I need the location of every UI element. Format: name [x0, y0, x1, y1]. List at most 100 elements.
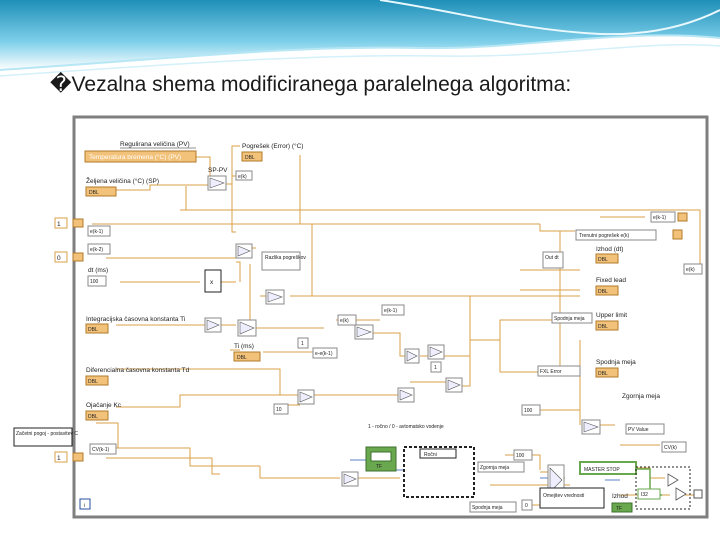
constant-100-bottom: 100 — [513, 449, 533, 461]
node-ee1: e-e(k-1) — [312, 347, 338, 359]
add-node-1 — [237, 319, 257, 337]
constant-one-mid: 1 — [297, 337, 309, 349]
label-diferencialna: Diferencialna časovna konstanta Td — [86, 367, 190, 374]
label-avtomatsko: 1 - ročno / 0 - avtomatsko vodenje — [368, 424, 444, 430]
indicator-spodnja-top: DBL — [595, 367, 619, 378]
label-zeljena: Željena veličina (°C) (SP) — [86, 176, 159, 185]
node-omejitev: Omejitev vrednosti — [539, 487, 605, 509]
left-terminal-ek1[interactable]: 1 — [54, 217, 84, 229]
indicator-ek-right: e(k) — [683, 263, 703, 275]
control-dt[interactable]: 100 — [87, 275, 107, 287]
label-fixed-large: Fixed lead — [596, 277, 626, 284]
terminal-label: 0 — [57, 255, 61, 262]
one-right: 1 — [434, 365, 437, 371]
node-ek-minus2: e(k-2) — [87, 243, 111, 255]
add-node-mid — [427, 344, 445, 360]
control-integracijska[interactable]: DBL — [85, 323, 109, 334]
label-integracijska: Integracijska časovna konstanta Ti — [86, 316, 185, 323]
label-spv: SP-PV — [208, 167, 228, 174]
node-ek1-box: e(k-1) — [381, 304, 405, 316]
label-ti-ms: Ti (ms) — [234, 343, 254, 350]
zero-bottom: 0 — [525, 503, 528, 509]
label-zgornja-top: Zgornja meja — [622, 393, 660, 400]
compare-node-right — [581, 419, 601, 435]
info-icon[interactable]: i — [79, 498, 91, 510]
ek-minus1-label: e(k-1) — [90, 229, 103, 235]
loop-stop-icon — [693, 489, 703, 499]
c10-value: 10 — [276, 407, 282, 413]
omejitev-label: Omejitev vrednosti — [543, 493, 584, 499]
left-terminal-cv[interactable]: 1 — [54, 451, 84, 463]
control-temperatura[interactable]: Temperatura bremena (°C) (PV) — [84, 150, 197, 163]
add-node-low — [445, 377, 463, 393]
label-dt-ms: dt (ms) — [88, 267, 108, 274]
c100-bottom-value: 100 — [516, 453, 525, 459]
c100-mid-value: 100 — [524, 408, 533, 414]
label-upper-limit: Upper limit — [596, 312, 627, 319]
ek-minus2-label: e(k-2) — [90, 247, 103, 253]
zgornja-bottom-label: Zgornja meja — [480, 465, 509, 471]
indicator-pogresek: DBL — [241, 151, 263, 162]
label-izhod-dt: Izhod (dt) — [596, 246, 623, 253]
dbl-tag: DBL — [88, 327, 98, 333]
subtract-node-1 — [235, 243, 253, 259]
control-out-dt[interactable]: Out dt — [542, 251, 564, 269]
node-ek-minus1: e(k-1) — [87, 225, 111, 237]
dbl-tag: DBL — [598, 324, 608, 330]
indicator-upper-limit: DBL — [595, 320, 619, 331]
one-mid: 1 — [301, 341, 304, 347]
control-temperatura-label: Temperatura bremena (°C) (PV) — [89, 153, 181, 161]
out-dt-label: Out dt — [545, 255, 559, 261]
node-fxl-error: FXL Error — [537, 365, 581, 377]
dbl-tag: DBL — [88, 414, 98, 420]
dbl-tag: DBL — [598, 289, 608, 295]
control-zeljena[interactable]: DBL — [85, 186, 117, 197]
ek-top-label: e(k) — [238, 174, 247, 180]
label-pogresek: Pogrešek (Error) (°C) — [242, 142, 303, 150]
node-spodnja-bottom: Spodnja meja — [469, 501, 517, 513]
subtract-node-spv — [207, 175, 227, 191]
node-zgornja-bottom: Zgornja meja — [477, 461, 525, 473]
indicator-trenutni: Trenutni pogrešek e(k) — [575, 229, 683, 241]
slide-title: �Vezalna shema modificiranega paralelneg… — [50, 72, 571, 97]
label-ojacanje: Ojačanje Kc — [86, 402, 122, 409]
constant-100-mid: 100 — [521, 404, 541, 416]
button-master-stop[interactable]: MASTER STOP — [579, 461, 637, 475]
constant-zero-bottom: 0 — [521, 499, 533, 511]
left-terminal-zero[interactable]: 0 — [54, 251, 84, 263]
izhod-label: Izhod — [612, 493, 628, 500]
dbl-tag: DBL — [89, 190, 99, 196]
ek-mid-label: e(k) — [340, 318, 349, 324]
dbl-tag: DBL — [598, 371, 608, 377]
control-diferencialna[interactable]: DBL — [85, 375, 109, 386]
header-wave-decoration — [0, 0, 720, 77]
trenutni-label: Trenutni pogrešek e(k) — [579, 233, 629, 239]
multiply-node-kc2 — [397, 387, 415, 403]
control-ti-ms[interactable]: DBL — [233, 351, 261, 362]
zacetni-label: Začetni pogoj - postavitev C — [16, 431, 78, 437]
cv-right-label: CV(k) — [664, 445, 677, 451]
constant-10: 10 — [273, 403, 289, 415]
bullet-glyph: � — [50, 73, 72, 96]
label-regulirana: Regulirana veličina (PV) — [120, 141, 190, 148]
multiply-node-kc — [297, 389, 315, 405]
razlika-label: Razlika pogreškov — [265, 255, 306, 261]
control-ojacanje[interactable]: DBL — [85, 410, 109, 421]
indicator-izhod-dt: DBL — [595, 253, 619, 264]
node-pv-value: PV Value — [625, 423, 665, 435]
node-razlika: Razlika pogreškov — [261, 251, 306, 271]
node-cv-left: CV(k-1) — [89, 443, 117, 455]
select-node-bottom — [341, 471, 359, 487]
toggle-rocni[interactable]: TF — [365, 446, 397, 472]
add-node-2 — [265, 289, 285, 305]
dbl-tag: DBL — [598, 257, 608, 263]
indicator-ek-top: e(k) — [235, 170, 253, 181]
dbl-tag: DBL — [245, 155, 255, 161]
control-zacetni[interactable]: Začetni pogoj - postavitev C — [13, 427, 78, 447]
fxl-error-label: FXL Error — [540, 369, 562, 375]
dt-value: 100 — [90, 279, 99, 285]
cv-left-label: CV(k-1) — [92, 447, 110, 453]
tf-tag: TF — [616, 506, 622, 512]
indicator-ek1-right: e(k-1) — [650, 211, 688, 223]
spodnja-bottom-label: Spodnja meja — [472, 505, 503, 511]
